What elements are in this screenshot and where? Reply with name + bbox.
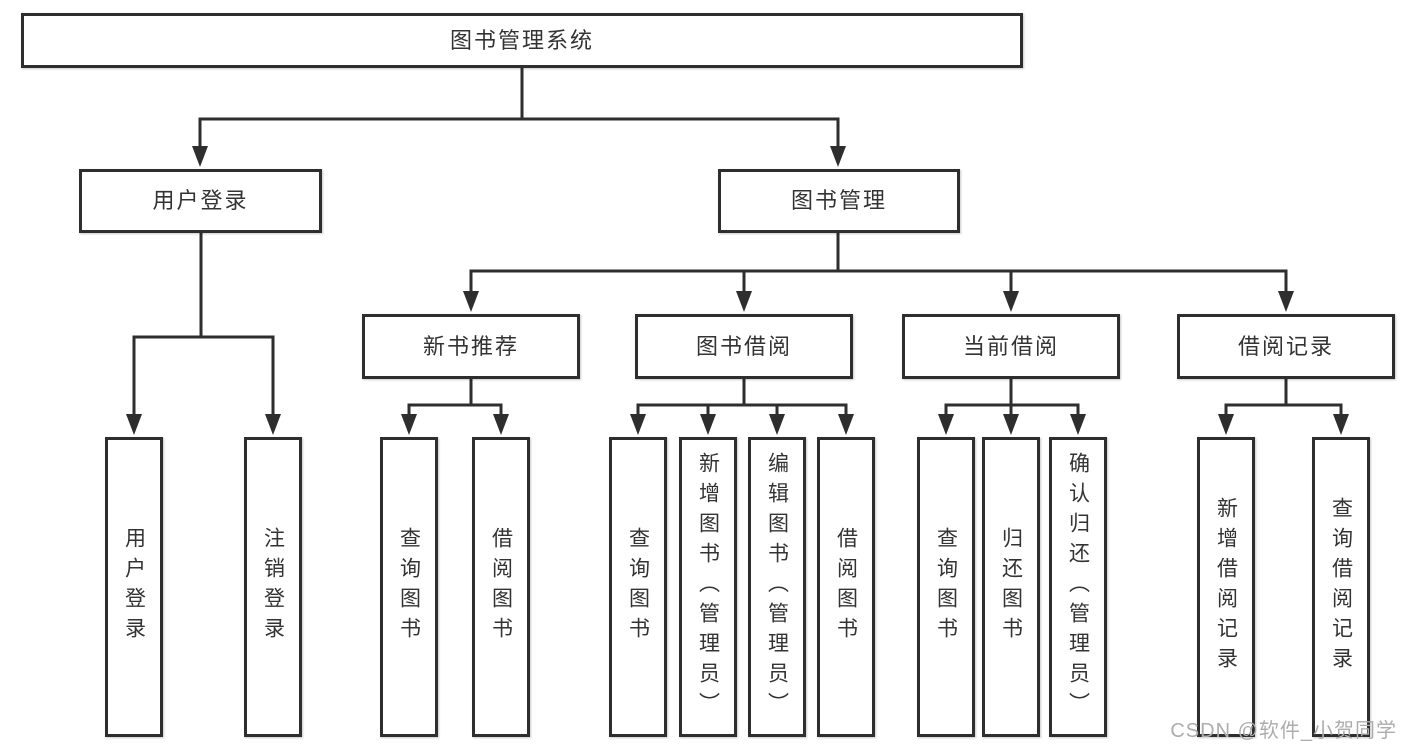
leaf-query-books-borrow: 查询图书 [609, 437, 667, 737]
leaf-add-borrow-record: 新增借阅记录 [1197, 437, 1255, 737]
node-new-book-recommend: 新书推荐 [362, 314, 580, 379]
node-label: 借阅图书 [834, 527, 858, 647]
node-label: 新增借阅记录 [1214, 497, 1238, 677]
node-label: 用户登录 [152, 188, 249, 213]
node-current-borrow: 当前借阅 [902, 314, 1120, 379]
leaf-query-borrow-record: 查询借阅记录 [1312, 437, 1370, 737]
node-book-management: 图书管理 [718, 169, 960, 233]
node-label: 图书借阅 [695, 333, 792, 359]
node-label: 查询图书 [626, 527, 650, 647]
node-label: 编辑图书（管理员） [765, 452, 789, 722]
leaf-query-books-current: 查询图书 [917, 437, 975, 737]
node-label: 注销登录 [261, 527, 285, 647]
node-label: 归还图书 [999, 527, 1023, 647]
leaf-add-book-admin: 新增图书（管理员） [679, 437, 737, 737]
node-label: 借阅记录 [1237, 333, 1334, 359]
node-label: 查询图书 [934, 527, 958, 647]
leaf-confirm-return-admin: 确认归还（管理员） [1049, 437, 1107, 737]
node-label: 图书管理系统 [449, 27, 594, 53]
node-label: 新增图书（管理员） [696, 452, 720, 722]
node-user-login: 用户登录 [79, 169, 322, 233]
node-library-system: 图书管理系统 [21, 13, 1023, 68]
node-book-borrow: 图书借阅 [635, 314, 853, 379]
node-borrow-records: 借阅记录 [1177, 314, 1395, 379]
leaf-query-books-recommend: 查询图书 [380, 437, 438, 737]
leaf-user-login: 用户登录 [105, 437, 163, 737]
leaf-logout: 注销登录 [244, 437, 302, 737]
node-label: 查询图书 [397, 527, 421, 647]
watermark: CSDN @软件_小贺同学 [1170, 720, 1397, 742]
node-label: 图书管理 [790, 188, 887, 213]
node-label: 新书推荐 [422, 333, 519, 359]
node-label: 用户登录 [122, 527, 146, 647]
node-label: 借阅图书 [489, 527, 513, 647]
node-label: 当前借阅 [962, 333, 1059, 359]
node-label: 查询借阅记录 [1329, 497, 1353, 677]
leaf-edit-book-admin: 编辑图书（管理员） [748, 437, 806, 737]
leaf-return-book: 归还图书 [982, 437, 1040, 737]
leaf-borrow-books-recommend: 借阅图书 [472, 437, 530, 737]
node-label: 确认归还（管理员） [1066, 452, 1090, 722]
leaf-borrow-book: 借阅图书 [817, 437, 875, 737]
